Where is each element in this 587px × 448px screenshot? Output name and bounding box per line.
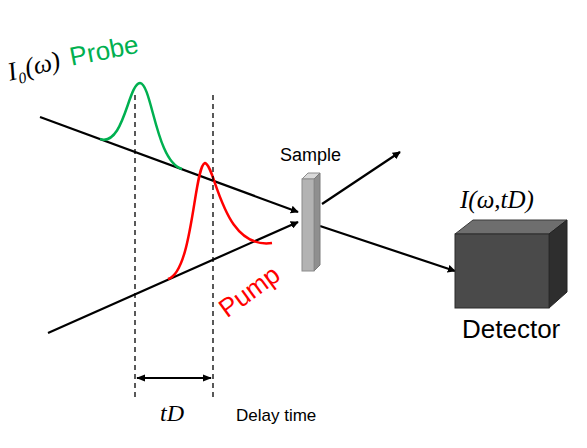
delay-symbol: tD [160, 400, 184, 427]
sample-slab-shape [302, 173, 320, 271]
probe-label: Probe [67, 29, 141, 73]
probe-beam [40, 117, 298, 212]
delay-arrow [137, 377, 211, 379]
delay-marker [134, 95, 135, 398]
detector-box-shape [455, 220, 567, 308]
delay-label: Delay time [236, 406, 316, 426]
delay-marker [212, 95, 213, 398]
intensity-label: I₀(ω) [4, 46, 63, 88]
transmitted-beam [320, 226, 455, 271]
sample-slab: Sample [302, 173, 320, 271]
pump-label: Pump [213, 259, 286, 324]
pump-pulse [168, 163, 272, 279]
sample-label: Sample [280, 145, 341, 166]
probe-pulse [100, 83, 182, 169]
signal-label: I(ω,tD) [460, 186, 534, 214]
detector-box: Detector [455, 220, 567, 308]
detector-label: Detector [462, 314, 560, 345]
